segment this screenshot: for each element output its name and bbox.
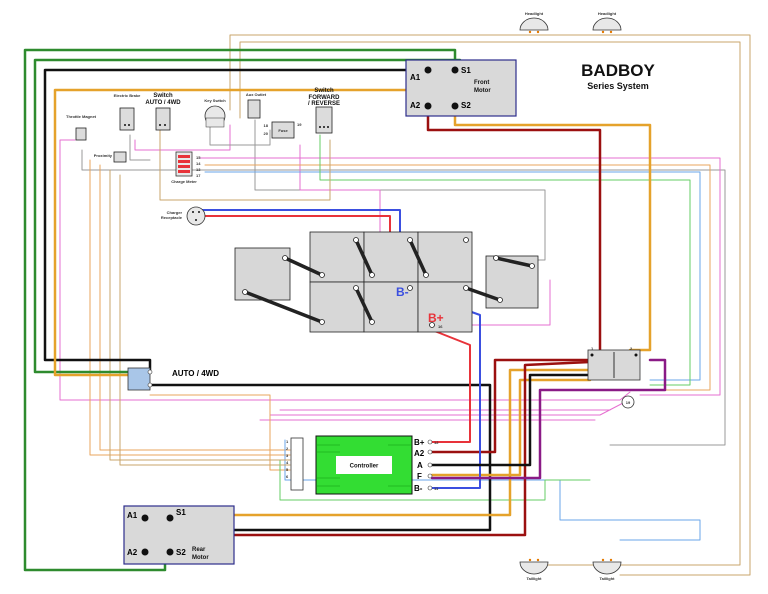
switch-fr-label-3: / REVERSE — [308, 101, 340, 107]
front-motor-a2: A2 — [410, 101, 421, 110]
num-1: 1 — [591, 346, 594, 351]
num-2: 2 — [630, 346, 633, 351]
controller: 1 2 3 4 5 6 Controller B+ A2 A F B- 12 1… — [286, 435, 439, 495]
charge-meter-label: Charge Meter — [171, 179, 197, 184]
num-12: 12 — [434, 440, 439, 445]
key-switch: Key Switch — [204, 98, 226, 128]
controller-label: Controller — [350, 464, 379, 470]
proximity: Proximity — [94, 151, 127, 163]
switch-fr-label-2: FORWARD — [309, 95, 341, 101]
controller-bminus: B- — [414, 484, 423, 493]
auto-4wd-label: AUTO / 4WD — [172, 369, 219, 378]
headlight-left: Headlight — [519, 11, 549, 34]
auto-4wd-relay: AUTO / 4WD — [127, 367, 219, 391]
ctrl-pin-3: 3 — [286, 453, 289, 458]
b-plus-label: B+ — [428, 311, 444, 325]
connector-19: 19 — [621, 395, 635, 409]
headlight-left-label: Headlight — [525, 11, 544, 16]
switch-forward-reverse: Switch FORWARD / REVERSE — [308, 88, 341, 134]
thin-wires — [59, 34, 751, 576]
front-motor-label-1: Front — [474, 80, 489, 86]
heavy-wires — [23, 48, 667, 572]
throttle-magnet: Throttle Magnet — [66, 114, 97, 141]
num-15: 15 — [196, 155, 201, 160]
taillight-right-label: Taillight — [599, 576, 615, 581]
fuse: Fuse 18 20 19 — [264, 121, 302, 139]
ctrl-pin-2: 2 — [286, 446, 289, 451]
taillight-left-label: Taillight — [526, 576, 542, 581]
num-18: 18 — [264, 123, 269, 128]
controller-f: F — [417, 472, 422, 481]
electric-brake: Electric Brake — [114, 93, 141, 131]
rear-motor-s2: S2 — [176, 548, 186, 557]
num-19: 19 — [626, 400, 631, 405]
charger-receptacle-label-1: Charger — [167, 210, 183, 215]
num-19a: 19 — [297, 122, 302, 127]
electric-brake-label: Electric Brake — [114, 93, 141, 98]
charge-meter: Charge Meter 15 14 13 17 — [171, 151, 201, 184]
num-11: 11 — [434, 486, 439, 491]
diagram-subtitle: Series System — [587, 81, 649, 91]
taillight-right: Taillight — [592, 558, 622, 581]
num-16: 16 — [438, 324, 443, 329]
charger-receptacle-label-2: Receptacle — [161, 215, 183, 220]
rear-motor-a2: A2 — [127, 548, 138, 557]
rear-motor: A1 S1 A2 S2 Rear Motor — [123, 505, 235, 565]
proximity-label: Proximity — [94, 153, 113, 158]
rear-motor-s1: S1 — [176, 508, 186, 517]
rear-motor-label-1: Rear — [192, 547, 206, 553]
ctrl-pin-6: 6 — [286, 474, 289, 479]
front-motor-s1: S1 — [461, 66, 471, 75]
headlight-right: Headlight — [592, 11, 622, 34]
throttle-label: Throttle Magnet — [66, 114, 97, 119]
headlight-right-label: Headlight — [598, 11, 617, 16]
front-motor: A1 S1 A2 S2 Front Motor — [405, 59, 517, 117]
controller-a: A — [417, 461, 423, 470]
switch-auto-label-2: AUTO / 4WD — [145, 100, 181, 106]
num-17: 17 — [196, 173, 201, 178]
ctrl-pin-5: 5 — [286, 467, 289, 472]
switch-auto-label-1: Switch — [153, 93, 173, 99]
num-14: 14 — [196, 161, 201, 166]
ctrl-pin-4: 4 — [286, 460, 289, 465]
controller-a2: A2 — [414, 449, 425, 458]
num-13: 13 — [196, 167, 201, 172]
b-minus-label: B- — [396, 285, 409, 299]
reversing-contactor: 1 2 — [587, 346, 641, 381]
switch-auto-4wd: Switch AUTO / 4WD — [145, 93, 181, 131]
controller-bplus: B+ — [414, 438, 425, 447]
diagram-title: BADBOY — [581, 61, 655, 80]
key-switch-label: Key Switch — [204, 98, 226, 103]
front-motor-label-2: Motor — [474, 88, 491, 94]
battery-pack: B- B+ 16 — [234, 231, 539, 333]
rear-motor-a1: A1 — [127, 511, 138, 520]
fuse-label: Fuse — [278, 128, 288, 133]
aux-outlet-label: Aux Outlet — [246, 92, 267, 97]
switch-fr-label-1: Switch — [314, 88, 334, 94]
aux-outlet: Aux Outlet — [246, 92, 267, 119]
front-motor-s2: S2 — [461, 101, 471, 110]
rear-motor-label-2: Motor — [192, 555, 209, 561]
num-20: 20 — [264, 131, 269, 136]
taillight-left: Taillight — [519, 558, 549, 581]
ctrl-pin-1: 1 — [286, 439, 289, 444]
charger-receptacle: Charger Receptacle — [161, 206, 206, 226]
front-motor-a1: A1 — [410, 73, 421, 82]
